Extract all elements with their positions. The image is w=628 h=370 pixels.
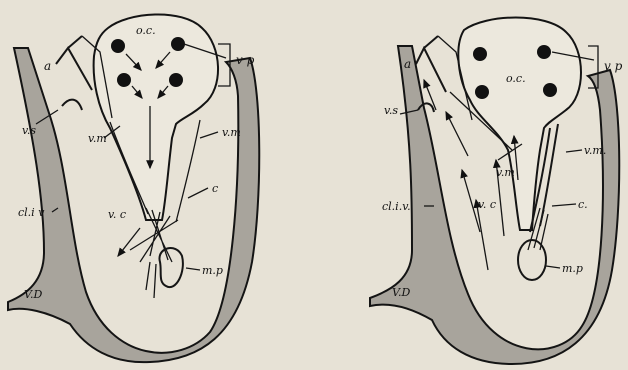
c-label: c bbox=[212, 182, 218, 195]
cliv-label: cl.i v bbox=[18, 206, 45, 219]
vc-label: v. c bbox=[478, 198, 496, 211]
vein-dot bbox=[543, 83, 557, 97]
mp-label: m.p bbox=[202, 264, 223, 277]
vp-label: v p bbox=[604, 59, 623, 73]
figure-left: o.c. v p a v.s v.m v.m c cl.i v v. c m.p… bbox=[8, 14, 259, 362]
vs-label: v.s bbox=[22, 124, 36, 137]
cliv-label: cl.i.v. bbox=[382, 200, 411, 213]
figure-right: o.c. v p a v.s v.m v.m. c. cl.i.v. v. c … bbox=[370, 18, 623, 365]
vd-label: V.D bbox=[24, 288, 43, 301]
oc-label: o.c. bbox=[506, 72, 526, 85]
vd-label: V.D bbox=[392, 286, 411, 299]
vm-outer-label: v.m bbox=[222, 126, 241, 139]
vm-outer-label: v.m. bbox=[584, 144, 606, 157]
vein-dot bbox=[537, 45, 551, 59]
a-label: a bbox=[44, 59, 51, 73]
mp-label: m.p bbox=[562, 262, 583, 275]
vein-dot bbox=[117, 73, 131, 87]
vein-dot bbox=[475, 85, 489, 99]
vein-dot bbox=[171, 37, 185, 51]
vp-label: v p bbox=[236, 53, 255, 67]
a-label: a bbox=[404, 57, 411, 71]
papillary-muscle bbox=[518, 240, 546, 280]
artery-vessel bbox=[56, 36, 92, 90]
vm-inner-label: v.m bbox=[496, 166, 515, 179]
oc-label: o.c. bbox=[136, 24, 156, 37]
papillary-muscle bbox=[159, 248, 182, 287]
artery-vessel bbox=[416, 36, 446, 92]
chordae bbox=[130, 208, 178, 262]
vein-dot bbox=[473, 47, 487, 61]
c-label: c. bbox=[578, 198, 588, 211]
vc-label: v. c bbox=[108, 208, 126, 221]
vm-inner-label: v.m bbox=[88, 132, 107, 145]
vein-dot bbox=[169, 73, 183, 87]
vs-label: v.s bbox=[384, 104, 398, 117]
vein-dot bbox=[111, 39, 125, 53]
